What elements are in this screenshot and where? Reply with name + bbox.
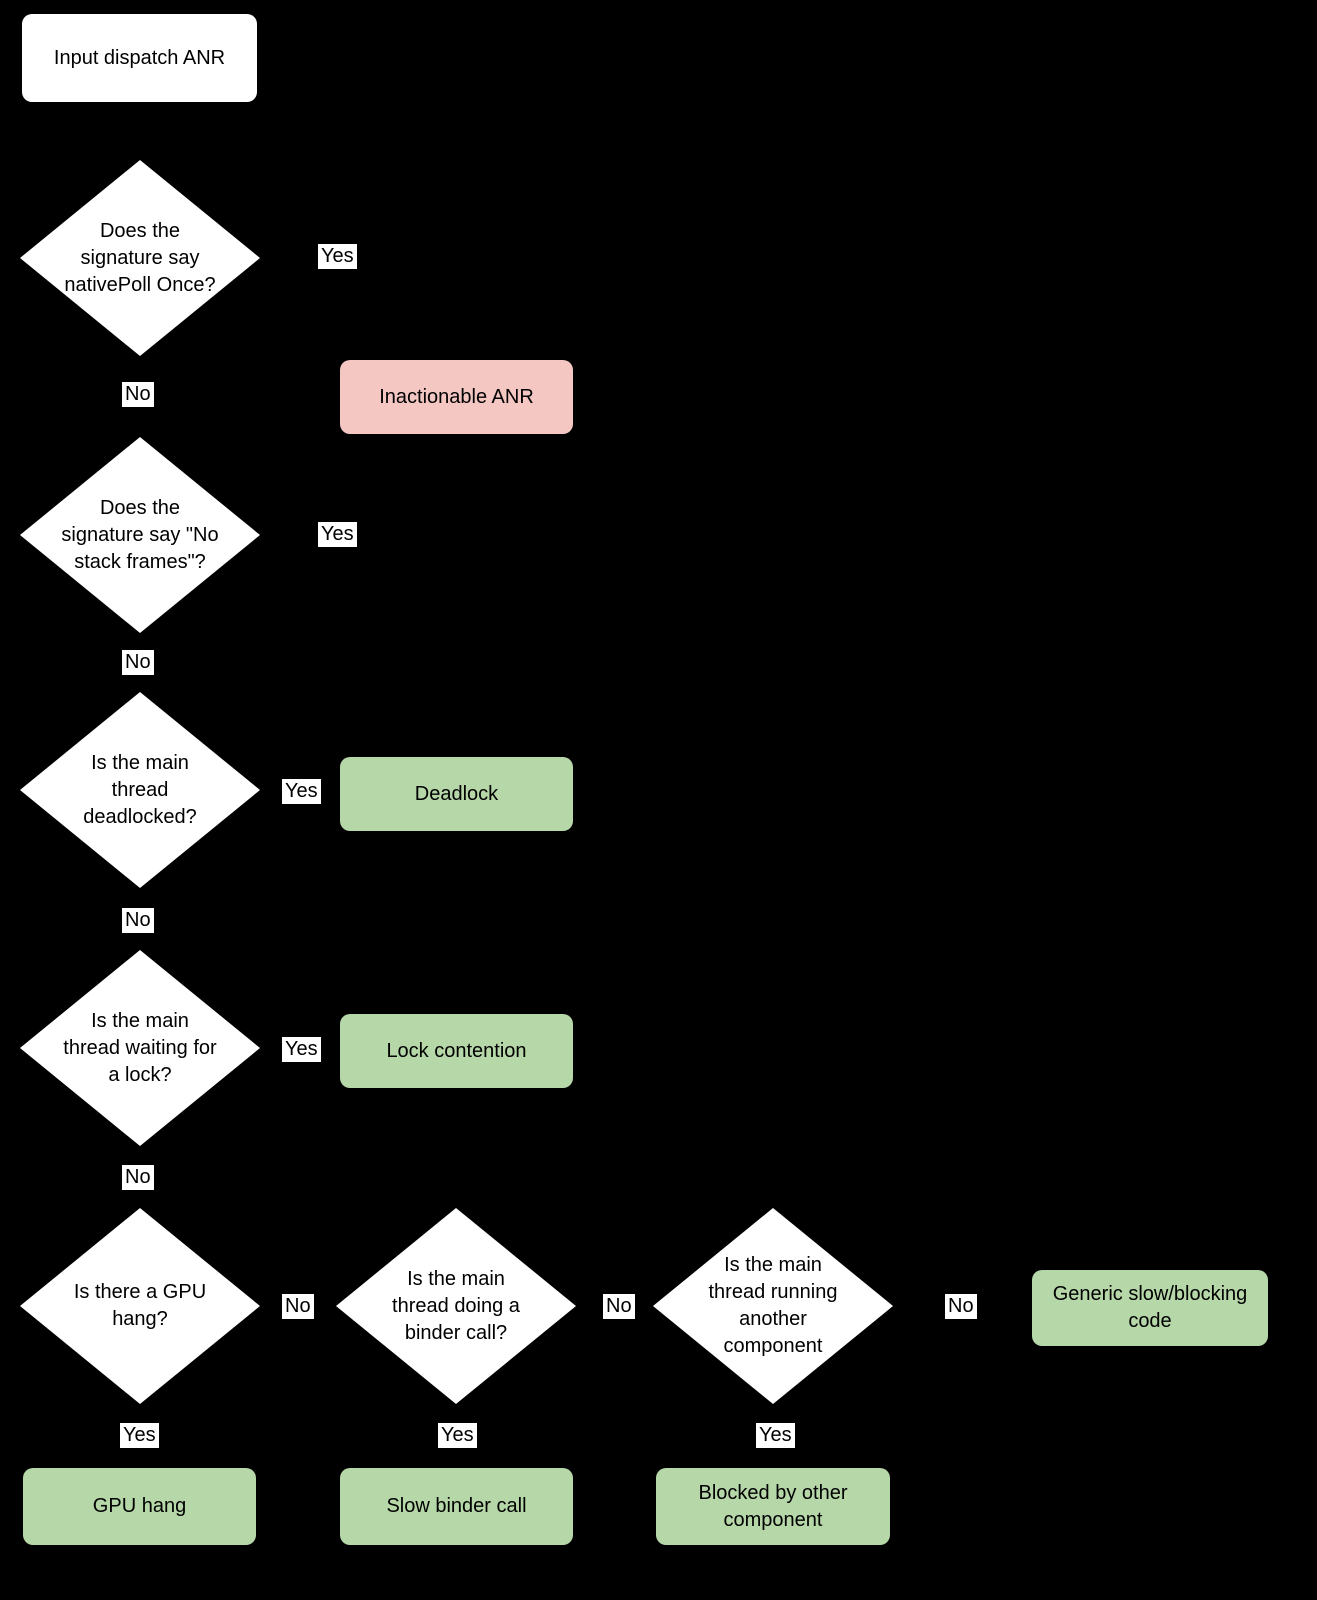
edge-label-no-other-component: No [945, 1294, 977, 1319]
decision-running-other-component-label: Is the main thread running another compo… [708, 1254, 838, 1357]
outcome-generic-slow-blocking-code: Generic slow/blocking code [1032, 1270, 1268, 1346]
edge-label-yes-other-component: Yes [756, 1423, 795, 1448]
decision-main-thread-deadlocked: Is the main thread deadlocked? [20, 692, 260, 888]
outcome-deadlock: Deadlock [340, 757, 573, 831]
start-node-input-dispatch-anr: Input dispatch ANR [22, 14, 257, 102]
edge-label-no-native-poll: No [122, 382, 154, 407]
outcome-blocked-by-other-component: Blocked by other component [656, 1468, 890, 1545]
decision-native-poll-once-label: Does the signature say nativePoll Once? [64, 219, 216, 296]
decision-running-other-component: Is the main thread running another compo… [653, 1208, 893, 1404]
edge-label-no-no-stack-frames: No [122, 650, 154, 675]
edge-label-yes-no-stack-frames: Yes [318, 522, 357, 547]
edge-label-yes-waiting-lock: Yes [282, 1037, 321, 1062]
outcome-lock-contention: Lock contention [340, 1014, 573, 1088]
decision-gpu-hang-label: Is there a GPU hang? [73, 1281, 207, 1330]
edge-label-no-waiting-lock: No [122, 1165, 154, 1190]
decision-gpu-hang: Is there a GPU hang? [20, 1208, 260, 1404]
outcome-gpu-hang: GPU hang [23, 1468, 256, 1545]
outcome-inactionable-anr: Inactionable ANR [340, 360, 573, 434]
decision-native-poll-once: Does the signature say nativePoll Once? [20, 160, 260, 356]
edge-label-yes-deadlocked: Yes [282, 779, 321, 804]
decision-no-stack-frames: Does the signature say "No stack frames"… [20, 437, 260, 633]
edge-label-yes-native-poll: Yes [318, 244, 357, 269]
edge-label-yes-binder-call: Yes [438, 1423, 477, 1448]
decision-main-thread-deadlocked-label: Is the main thread deadlocked? [83, 751, 197, 828]
decision-binder-call: Is the main thread doing a binder call? [336, 1208, 576, 1404]
decision-main-thread-waiting-lock-label: Is the main thread waiting for a lock? [63, 1009, 217, 1086]
decision-no-stack-frames-label: Does the signature say "No stack frames"… [61, 496, 219, 573]
edge-label-no-deadlocked: No [122, 908, 154, 933]
decision-binder-call-label: Is the main thread doing a binder call? [392, 1267, 520, 1344]
decision-main-thread-waiting-lock: Is the main thread waiting for a lock? [20, 950, 260, 1146]
outcome-slow-binder-call: Slow binder call [340, 1468, 573, 1545]
edge-label-no-gpu-hang: No [282, 1294, 314, 1319]
edge-label-yes-gpu-hang: Yes [120, 1423, 159, 1448]
edge-label-no-binder-call: No [603, 1294, 635, 1319]
